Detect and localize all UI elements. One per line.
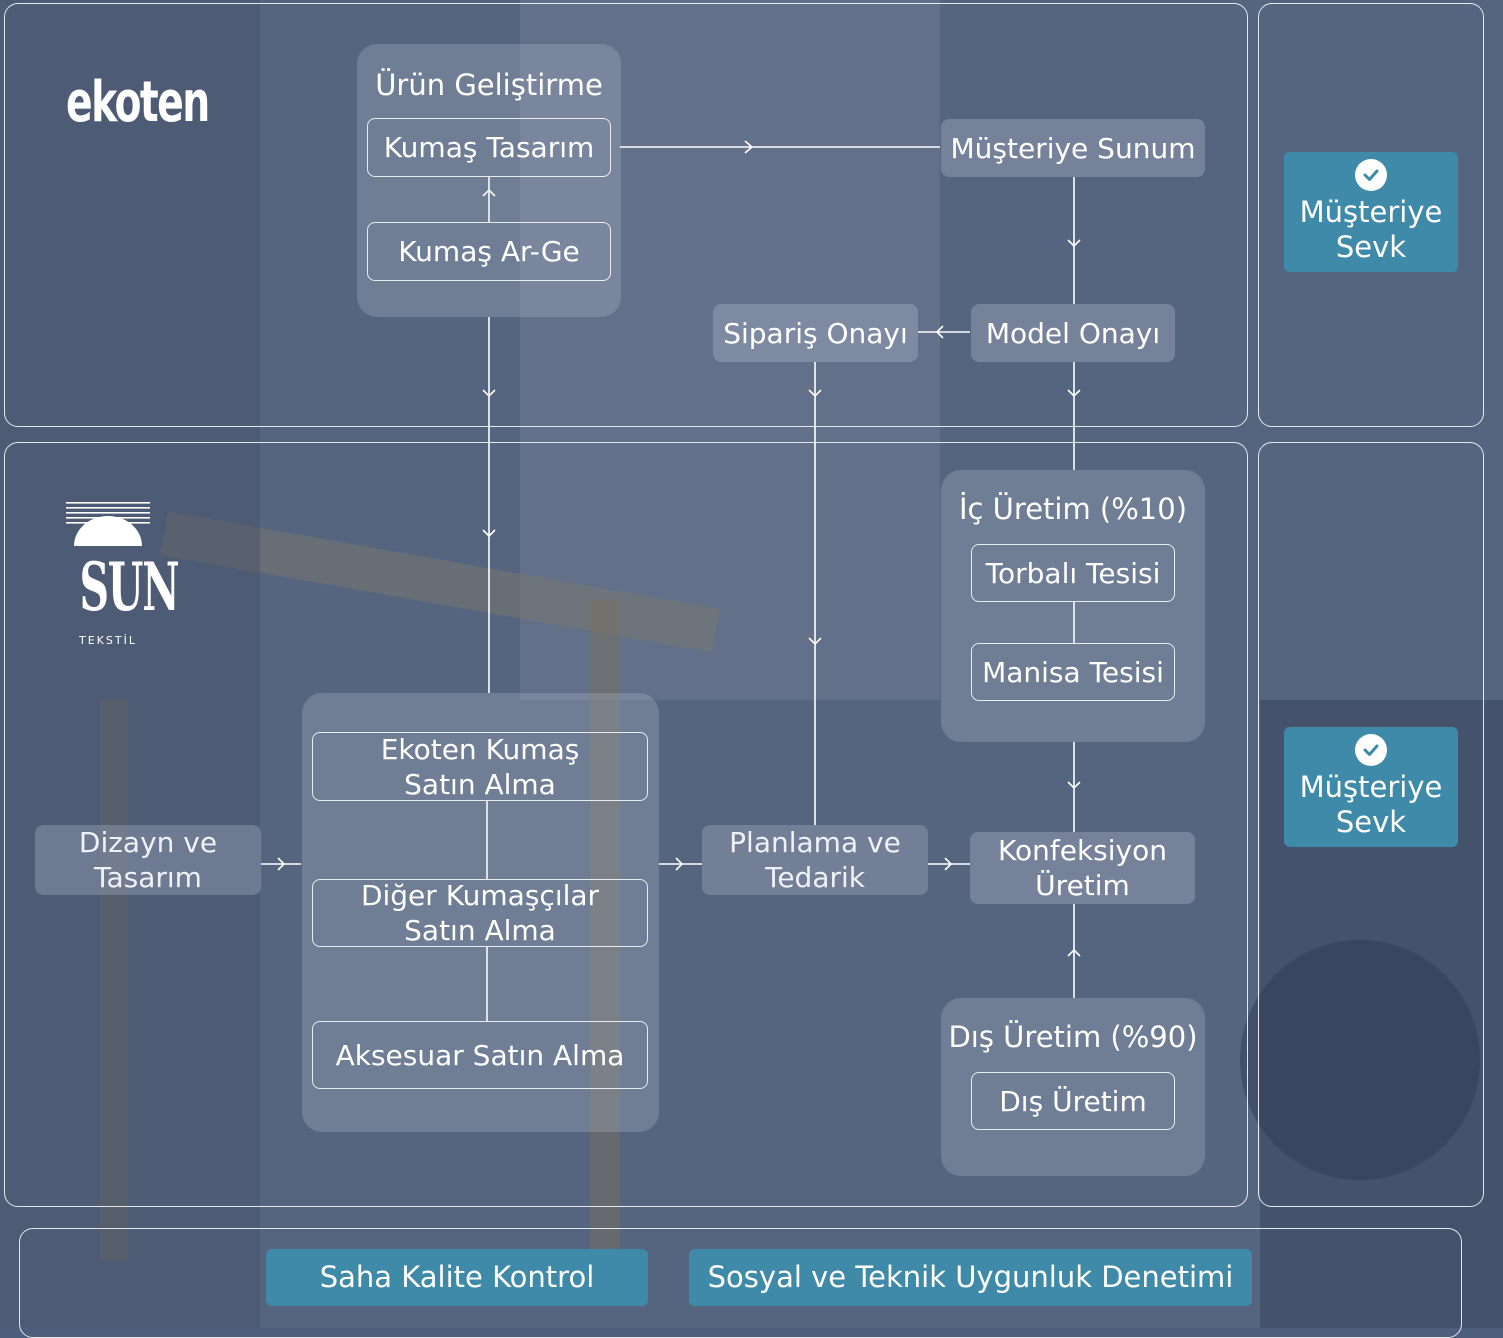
- purchasing-group: [302, 693, 659, 1132]
- planning-box: Planlama ve Tedarik: [702, 825, 928, 895]
- fabric-design-box: Kumaş Tasarım: [367, 118, 611, 177]
- top-process-panel: [4, 3, 1248, 427]
- customer-presentation-box: Müşteriye Sunum: [941, 119, 1205, 177]
- other-fabric-purchase-box: Diğer Kumaşçılar Satın Alma: [312, 879, 648, 947]
- external-production-box: Dış Üretim: [971, 1072, 1175, 1130]
- accessory-purchase-box: Aksesuar Satın Alma: [312, 1021, 648, 1089]
- product-development-title: Ürün Geliştirme: [375, 68, 603, 102]
- order-approval-box: Sipariş Onayı: [713, 304, 918, 362]
- top-shipment-panel: [1258, 3, 1484, 427]
- sun-subtitle: TEKSTİL: [79, 634, 137, 647]
- torbali-facility-box: Torbalı Tesisi: [971, 544, 1175, 602]
- internal-production-group: İç Üretim (%10): [941, 470, 1205, 742]
- top-shipment-label: Müşteriye Sevk: [1299, 195, 1443, 264]
- sun-rays-icon: [66, 502, 150, 546]
- model-approval-box: Model Onayı: [971, 304, 1175, 362]
- external-production-group: Dış Üretim (%90): [941, 998, 1205, 1176]
- bottom-shipment-panel: [1258, 442, 1484, 1207]
- sun-tekstil-logo: SUN TEKSTİL: [62, 500, 180, 650]
- bottom-shipment-box: Müşteriye Sevk: [1284, 727, 1458, 847]
- manisa-facility-box: Manisa Tesisi: [971, 643, 1175, 701]
- compliance-audit-box: Sosyal ve Teknik Uygunluk Denetimi: [689, 1249, 1252, 1306]
- garment-production-box: Konfeksiyon Üretim: [970, 832, 1195, 904]
- product-development-group: Ürün Geliştirme: [357, 44, 621, 317]
- ekoten-logo: ekoten: [66, 70, 210, 135]
- external-production-title: Dış Üretim (%90): [948, 1020, 1198, 1054]
- internal-production-title: İç Üretim (%10): [958, 492, 1188, 526]
- top-shipment-box: Müşteriye Sevk: [1284, 152, 1458, 272]
- check-circle-icon: [1355, 159, 1387, 192]
- design-box: Dizayn ve Tasarım: [35, 825, 261, 895]
- bottom-process-panel: [4, 442, 1248, 1207]
- sun-wordmark: SUN: [79, 548, 179, 626]
- ekoten-fabric-purchase-box: Ekoten Kumaş Satın Alma: [312, 732, 648, 801]
- bottom-shipment-label: Müşteriye Sevk: [1299, 770, 1443, 839]
- check-circle-icon: [1355, 734, 1387, 767]
- quality-control-box: Saha Kalite Kontrol: [266, 1249, 648, 1306]
- fabric-rnd-box: Kumaş Ar-Ge: [367, 222, 611, 281]
